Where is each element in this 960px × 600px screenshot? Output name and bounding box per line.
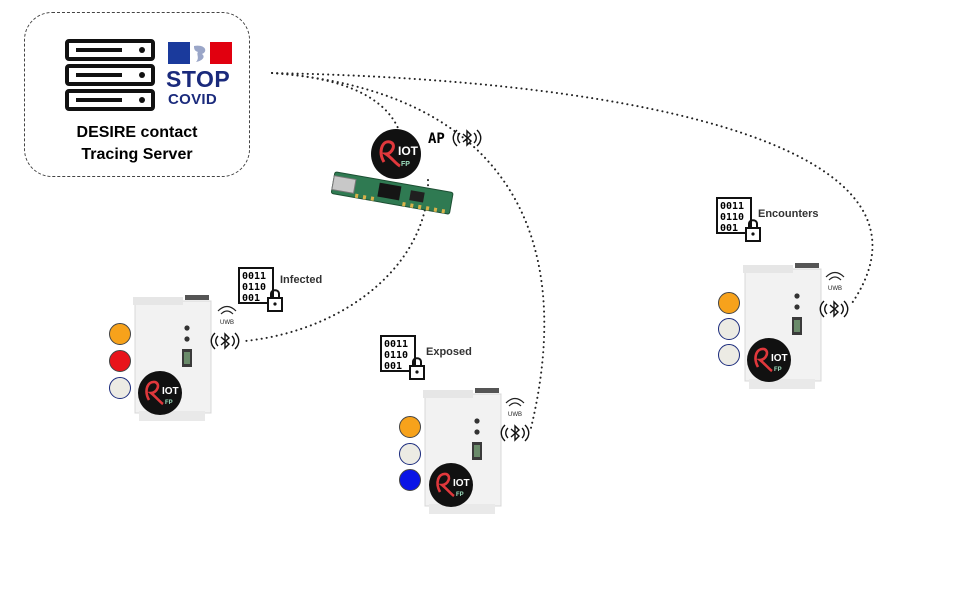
ap-label: AP <box>428 131 445 147</box>
stopcovid-logo-bottom: COVID <box>168 91 218 108</box>
encounters-bluetooth-icon <box>819 300 849 318</box>
binary-line2: 0110 <box>242 282 266 293</box>
encounters-riot-logo: IOT FP <box>747 338 791 382</box>
encounters-riot-sub: FP <box>774 367 782 373</box>
exposed-binary-lock-icon: 0011 0110 001 <box>380 335 425 380</box>
binary-line3: 001 <box>720 223 738 234</box>
binary-line1: 0011 <box>384 339 408 350</box>
ap-board <box>330 171 454 215</box>
exposed-uwb-text: UWB <box>508 412 522 418</box>
exposed-led-2 <box>399 443 421 465</box>
infected-led-3 <box>109 377 131 399</box>
server-caption-line2: Tracing Server <box>81 146 193 163</box>
stopcovid-logo-top: STOP <box>166 66 231 92</box>
encounters-binary-lock-icon: 0011 0110 001 <box>716 197 761 242</box>
binary-line1: 0011 <box>242 271 266 282</box>
encounters-uwb-icon: UWB <box>825 271 845 292</box>
encounters-uwb-text: UWB <box>828 286 842 292</box>
infected-uwb-text: UWB <box>220 320 234 326</box>
binary-line3: 001 <box>384 361 402 372</box>
exposed-riot-text: IOT <box>453 478 470 489</box>
infected-riot-logo: IOT FP <box>138 371 182 415</box>
exposed-led-1 <box>399 416 421 438</box>
ap-bluetooth-icon <box>452 129 482 147</box>
infected-bluetooth-icon <box>210 332 240 350</box>
encounters-riot-text: IOT <box>771 353 788 364</box>
binary-line2: 0110 <box>384 350 408 361</box>
binary-line3: 001 <box>242 293 260 304</box>
server-caption-line1: DESIRE contact <box>76 124 198 141</box>
binary-line1: 0011 <box>720 201 744 212</box>
marianne-flag-logo <box>168 42 232 64</box>
infected-label: Infected <box>280 274 323 286</box>
ap-riot-logo: IOT FP <box>371 129 421 179</box>
exposed-riot-logo: IOT FP <box>429 463 473 507</box>
exposed-bluetooth-icon <box>500 424 530 442</box>
infected-led-2 <box>109 350 131 372</box>
infected-uwb-icon: UWB <box>217 305 237 326</box>
encounters-device-casing <box>743 263 822 389</box>
encounters-led-2 <box>718 318 740 340</box>
exposed-riot-sub: FP <box>456 492 464 498</box>
exposed-uwb-icon: UWB <box>505 397 525 418</box>
encounters-led-3 <box>718 344 740 366</box>
ap-riot-text: IOT <box>398 144 419 158</box>
infected-riot-text: IOT <box>162 386 179 397</box>
server-rack-icon <box>65 39 155 111</box>
binary-line2: 0110 <box>720 212 744 223</box>
infected-riot-sub: FP <box>165 400 173 406</box>
encounters-led-1 <box>718 292 740 314</box>
encounters-label: Encounters <box>758 208 819 220</box>
link-ap-infected <box>244 179 430 342</box>
server-box <box>24 12 250 177</box>
link-server-ap <box>271 72 399 129</box>
infected-binary-lock-icon: 0011 0110 001 <box>238 267 283 312</box>
ap-riot-sub: FP <box>401 161 410 168</box>
infected-led-1 <box>109 323 131 345</box>
exposed-led-3 <box>399 469 421 491</box>
link-server-encounters <box>271 72 874 307</box>
server-caption: DESIRE contact Tracing Server <box>24 122 250 166</box>
exposed-label: Exposed <box>426 346 472 358</box>
